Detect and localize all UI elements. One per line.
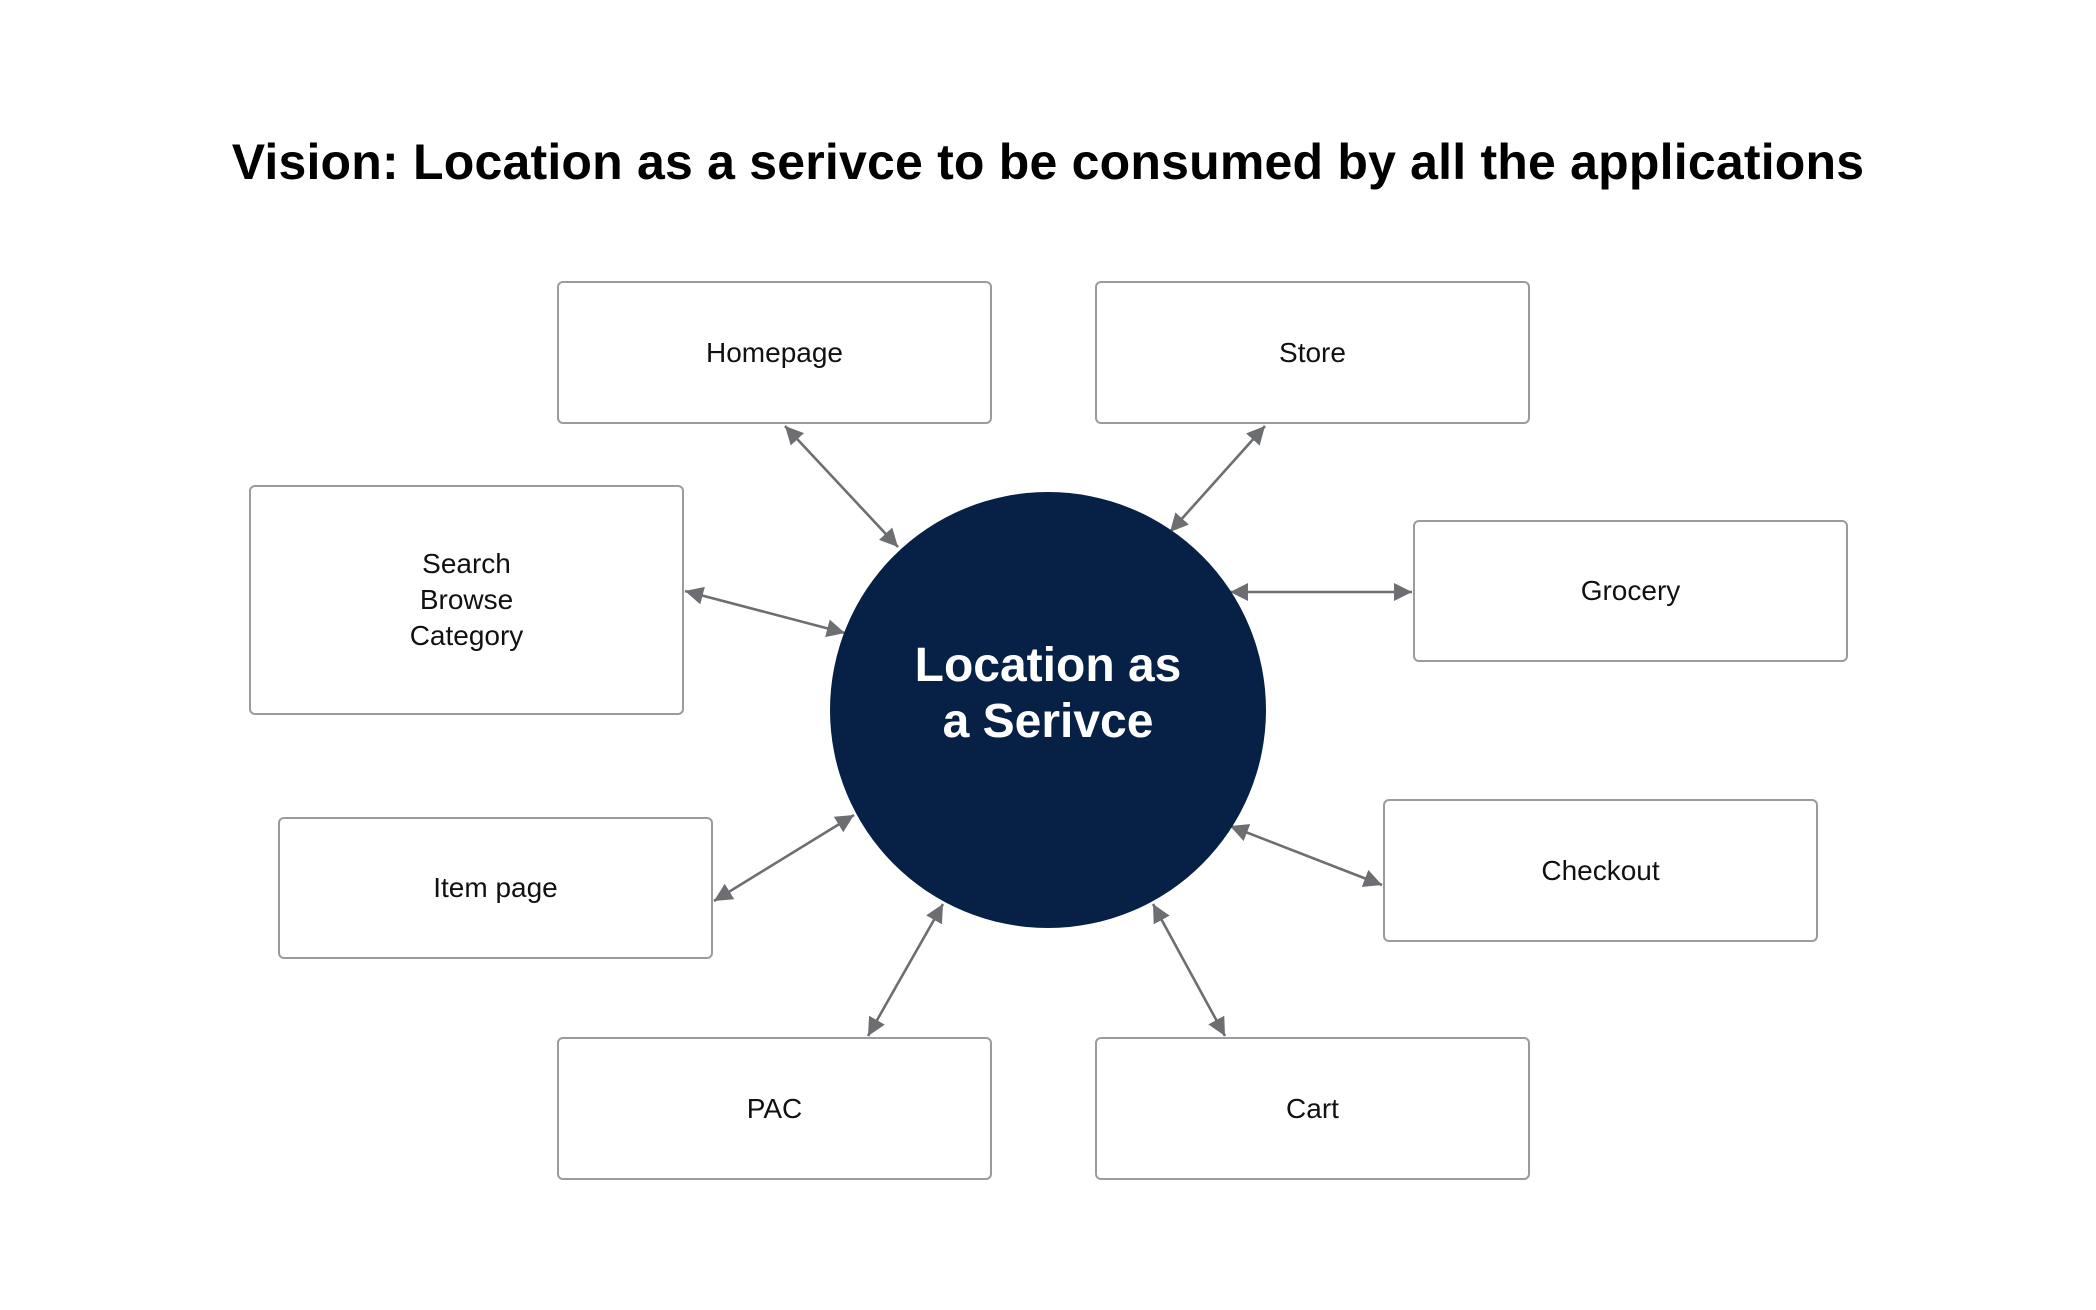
node-label: Checkout: [1541, 854, 1660, 886]
node-store[interactable]: Store: [1095, 281, 1530, 424]
node-label: Item page: [433, 872, 558, 903]
node-homepage[interactable]: Homepage: [557, 281, 992, 424]
node-label: Store: [1279, 336, 1346, 368]
node-grocery[interactable]: Grocery: [1413, 520, 1848, 662]
edge-pac: [866, 903, 945, 1037]
edge-checkout: [1229, 824, 1383, 887]
node-cart[interactable]: Cart: [1095, 1037, 1530, 1180]
node-label-line: Browse: [419, 584, 514, 615]
hub-label: Location as a Serivce: [915, 638, 1182, 750]
edge-store: [1169, 425, 1266, 533]
node-label: PAC: [746, 1092, 803, 1124]
node-search-browse-category[interactable]: Search Browse Category: [249, 485, 684, 715]
node-label: Search Browse Category: [410, 546, 524, 654]
edge-homepage: [784, 425, 899, 548]
hub-label-line: Location as: [914, 639, 1182, 692]
node-label: Grocery: [1580, 575, 1681, 606]
node-label-line: Category: [409, 620, 524, 651]
edge-item-page: [713, 813, 855, 903]
node-label: Homepage: [706, 336, 843, 368]
node-pac[interactable]: PAC: [557, 1037, 992, 1180]
edge-cart: [1151, 903, 1227, 1037]
location-service-hub[interactable]: Location as a Serivce: [830, 492, 1266, 928]
node-item-page[interactable]: Item page: [278, 817, 713, 959]
node-label-line: Search: [422, 548, 511, 579]
edge-search: [684, 586, 846, 638]
node-label: Cart: [1286, 1092, 1339, 1124]
node-checkout[interactable]: Checkout: [1383, 799, 1818, 942]
hub-label-line: a Serivce: [942, 695, 1154, 748]
diagram-title: Vision: Location as a serivce to be cons…: [231, 134, 1865, 190]
